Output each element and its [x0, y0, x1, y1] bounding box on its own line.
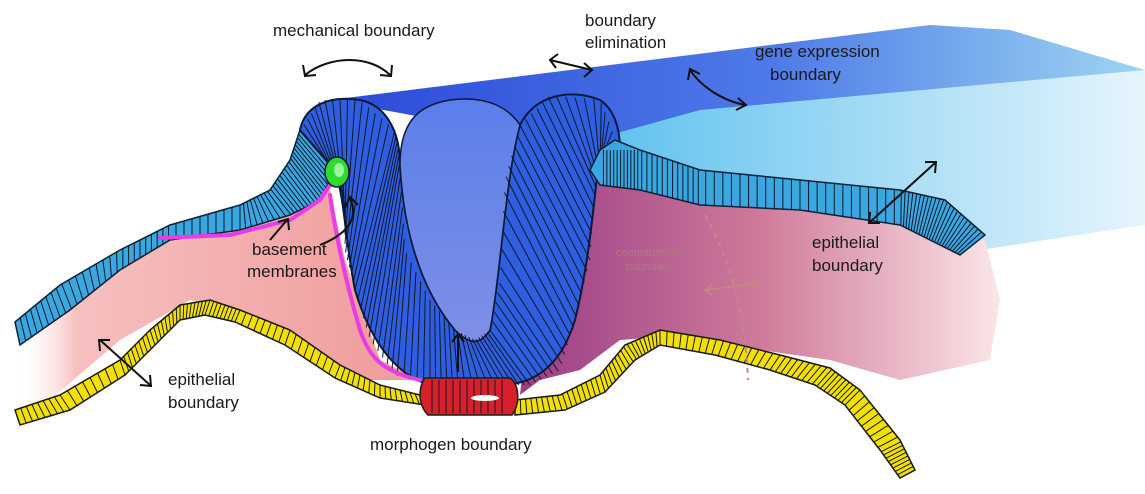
- label-gene-expression-2: boundary: [770, 65, 841, 84]
- morphogen-cells: [420, 378, 518, 415]
- morphogen-lumen: [471, 395, 499, 401]
- label-basement-1: basement: [252, 240, 327, 259]
- label-epithelial-right-1: epithelial: [812, 233, 879, 252]
- label-epithelial-left-1: epithelial: [168, 370, 235, 389]
- left-cell-wall: [117, 252, 118, 272]
- label-epithelial-right-2: boundary: [812, 256, 883, 275]
- label-morphogen-boundary: morphogen boundary: [370, 435, 532, 454]
- yellow-cell-wall: [176, 308, 177, 323]
- label-boundary-elimination-2: elimination: [585, 33, 666, 52]
- label-epithelial-left-2: boundary: [168, 393, 239, 412]
- green-cell-lumen: [334, 163, 344, 177]
- label-mechanical-boundary: mechanical boundary: [273, 21, 435, 40]
- label-gene-expression-1: gene expression: [755, 42, 880, 61]
- yellow-cell-wall: [385, 386, 386, 399]
- label-boundary-elimination-1: boundary: [585, 11, 656, 30]
- yellow-cell-wall: [183, 304, 184, 319]
- yellow-cell-wall: [374, 383, 375, 396]
- label-compartment-1: compartment: [616, 247, 680, 259]
- yellow-cell-wall: [666, 331, 667, 346]
- label-compartment-2: boundary: [626, 261, 672, 273]
- mechanical-arrow: [303, 60, 392, 76]
- label-basement-2: membranes: [247, 262, 337, 281]
- yellow-cell-wall: [520, 399, 521, 414]
